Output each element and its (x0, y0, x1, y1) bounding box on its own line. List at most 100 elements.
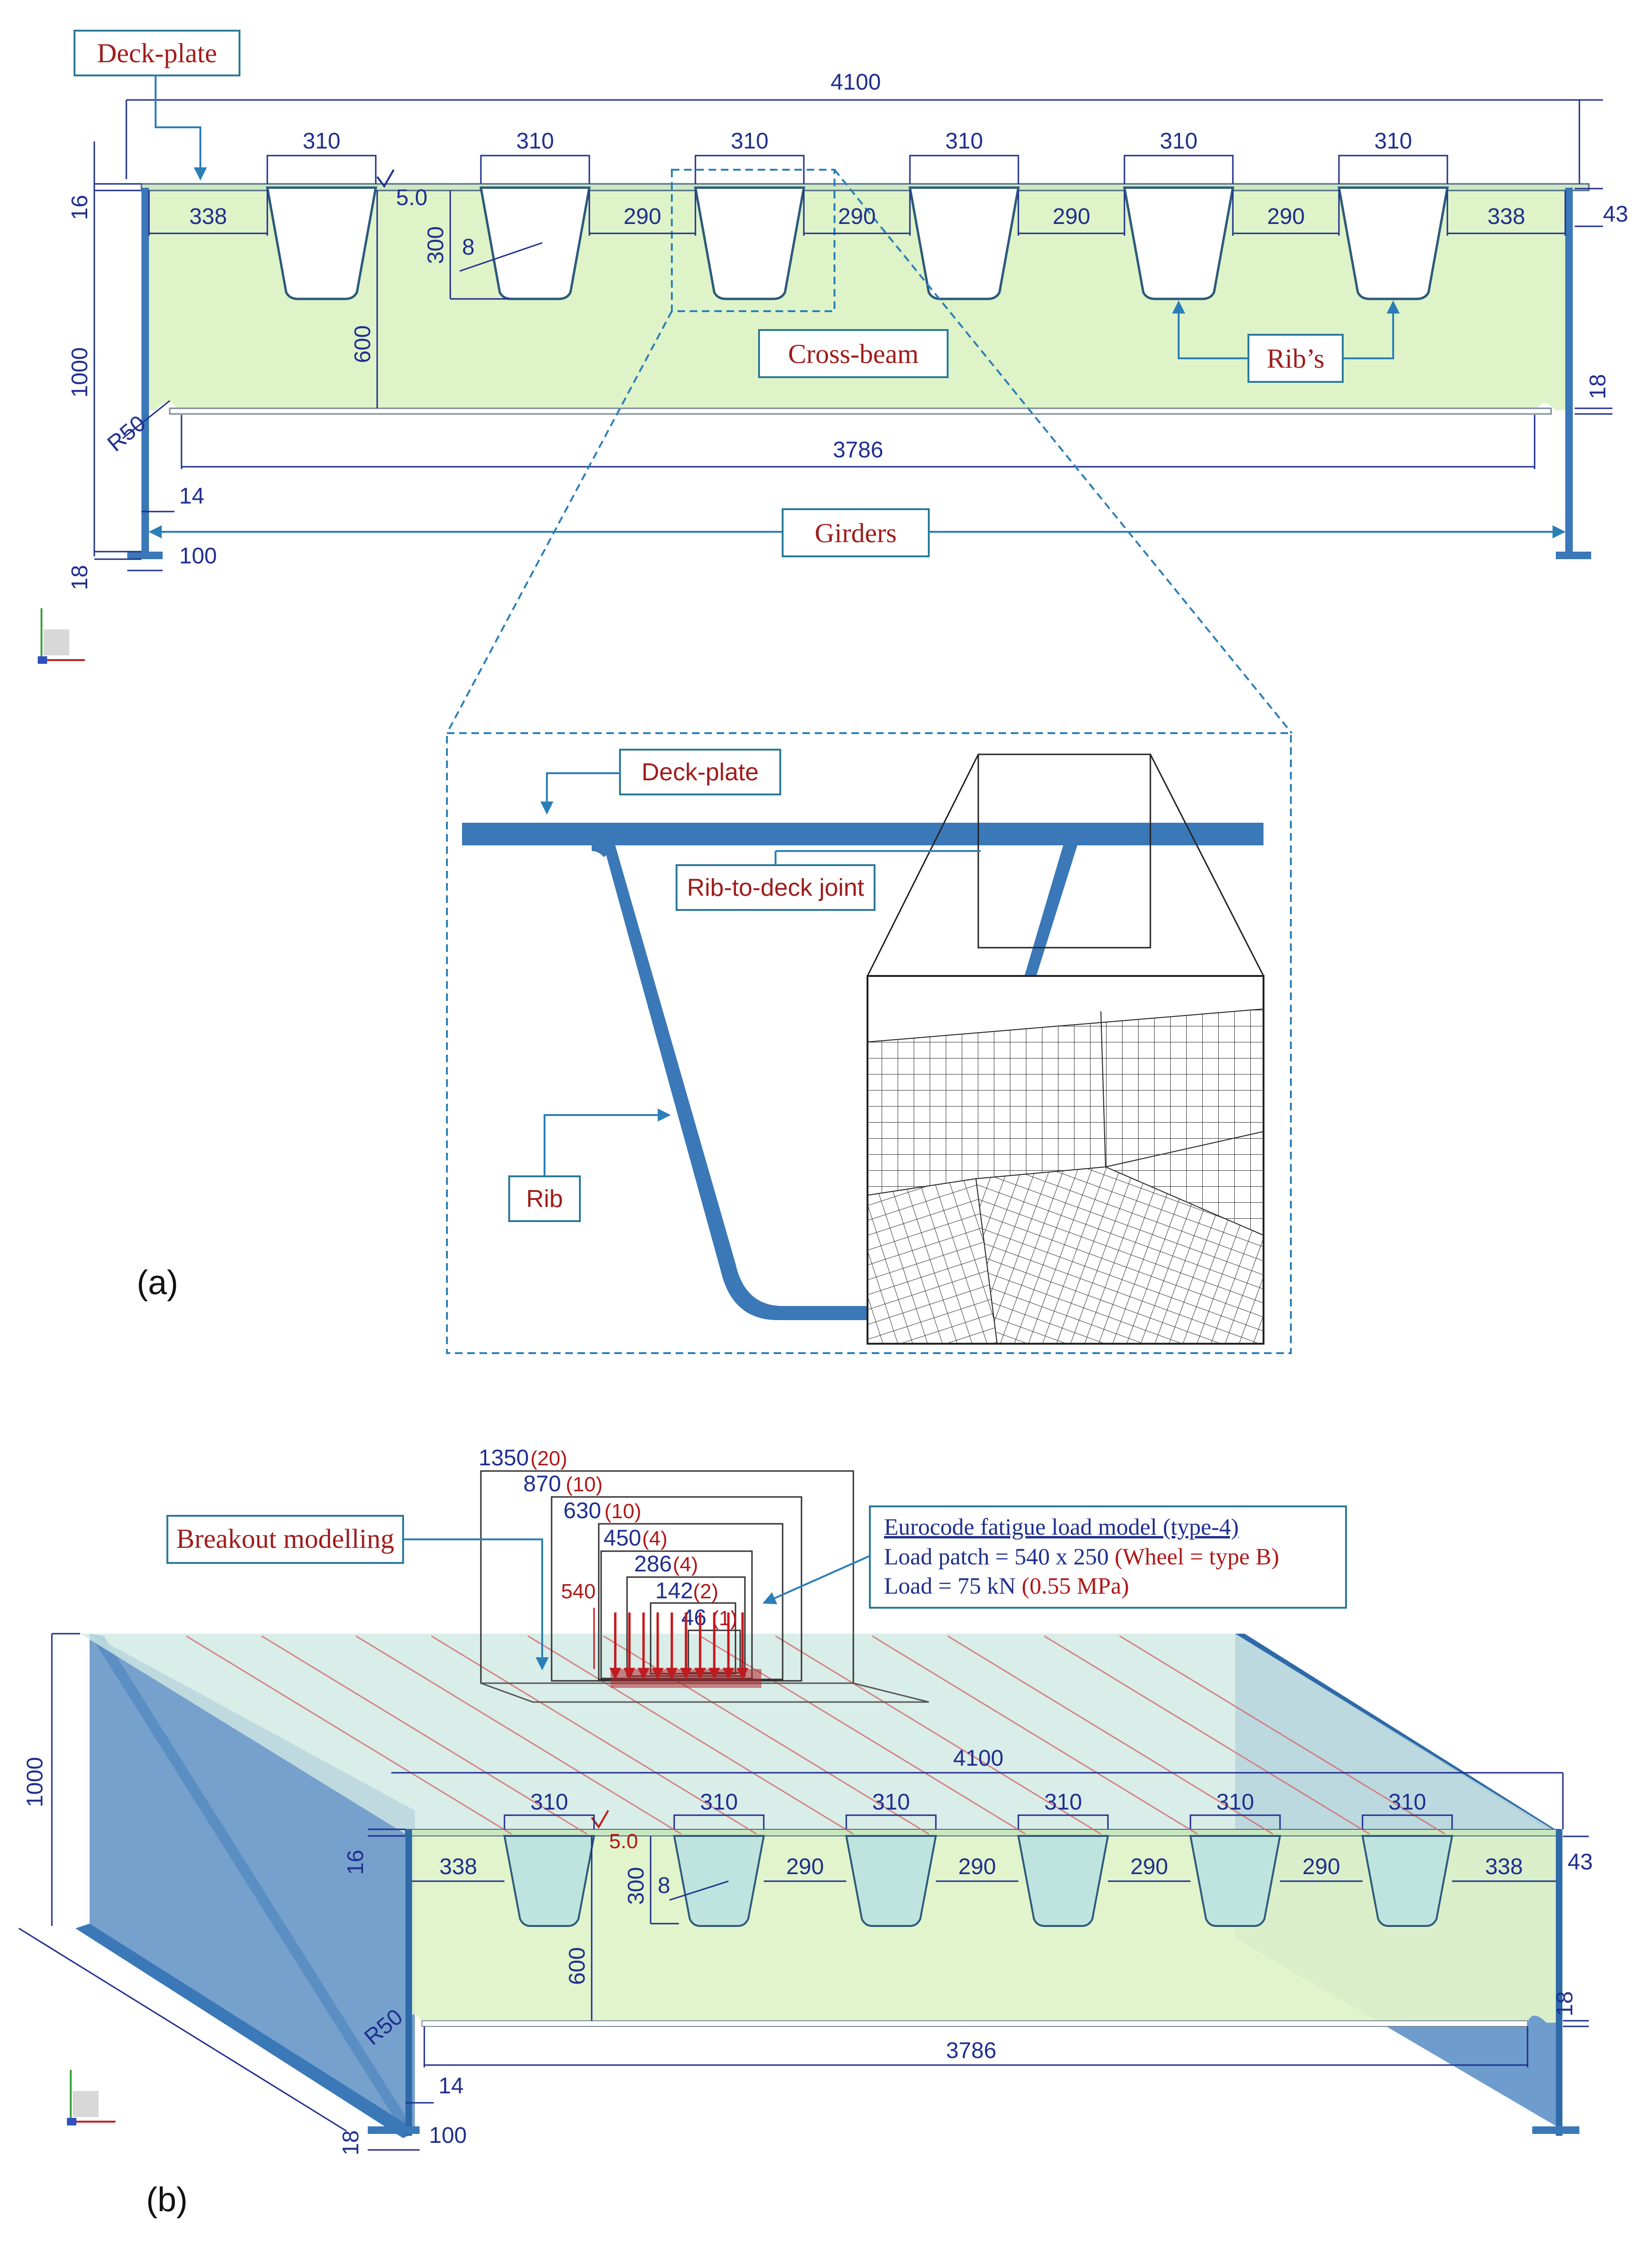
dim-1000: 1000 (67, 347, 92, 398)
callout-ribs-label: Rib’s (1267, 343, 1325, 374)
load-text: Load = 75 kN (884, 1572, 1022, 1599)
dim-b-310-3: 310 (872, 1790, 910, 1815)
dim-4100: 4100 (831, 70, 881, 95)
rib-dimensions-b: 310 310 310 310 310 310 338 290 290 290 290 338 (412, 1790, 1556, 1882)
right-girder-web (1565, 188, 1573, 555)
dim-18-left: 18 (67, 565, 92, 590)
load-patch-type: (Wheel = type B) (1115, 1543, 1279, 1570)
dim-b-600: 600 (565, 1947, 590, 1985)
dim-8: 8 (462, 235, 475, 260)
dim-b-310-1: 310 (530, 1790, 568, 1815)
rib-to-deck-detail: Deck-plate Rib-to-deck joint Rib (446, 732, 1292, 1354)
rib-3d-1 (503, 1835, 595, 1927)
detail-callout-rib (508, 1175, 581, 1222)
dim-b-1000: 1000 (23, 1757, 48, 1808)
dim-b-weld: 5.0 (609, 1830, 638, 1853)
dim-b-290-1: 290 (786, 1854, 824, 1879)
dim-b-338-right: 338 (1485, 1854, 1523, 1879)
rib-3d-4 (1017, 1835, 1109, 1927)
rib-3 (694, 186, 805, 300)
zoom-region (671, 169, 835, 312)
dim-100: 100 (179, 544, 217, 569)
rib-1 (266, 186, 377, 300)
dim-18-right: 18 (1586, 374, 1611, 399)
dim-b-3786: 3786 (946, 2038, 997, 2063)
dim-b-43: 43 (1568, 1850, 1593, 1875)
dim-290-3: 290 (1052, 204, 1090, 229)
panel-b-3d-model: 1350 (20) 870 (10) 630 (10) 450 (4) 286 … (18, 1446, 1593, 2219)
dim-b-290-4: 290 (1302, 1854, 1340, 1879)
dim-290-1: 290 (623, 204, 661, 229)
left-girder-web (141, 188, 149, 555)
callout-breakout-label: Breakout modelling (176, 1523, 394, 1554)
dim-b-310-5: 310 (1216, 1790, 1254, 1815)
load-pressure: (0.55 MPa) (1022, 1572, 1129, 1599)
mesh-zone-450: 450 (603, 1526, 641, 1551)
dim-290-4: 290 (1267, 204, 1305, 229)
dim-310-3: 310 (731, 129, 768, 154)
svg-text:Load patch = 540 x 250 (Wheel: Load patch = 540 x 250 (Wheel = type B) (884, 1543, 1279, 1570)
detail-rib (603, 845, 867, 1320)
load-model-box (869, 1505, 1347, 1609)
dim-b-14: 14 (438, 2074, 463, 2099)
rib-2 (479, 186, 591, 300)
rib-3d-6 (1361, 1835, 1454, 1927)
dim-b-4100: 4100 (953, 1746, 1004, 1771)
rib-6 (1338, 186, 1449, 300)
mesh-zone-46-count: (1) (712, 1607, 737, 1630)
load-model-title: Eurocode fatigue load model (type-4) (884, 1513, 1239, 1540)
detail-rib-right (1023, 845, 1077, 981)
dim-300: 300 (423, 226, 448, 264)
mesh-zone-142-count: (2) (693, 1580, 719, 1603)
mesh-zone-1350-count: (20) (530, 1447, 567, 1470)
dim-43: 43 (1603, 202, 1628, 227)
dim-310-4: 310 (945, 129, 983, 154)
dim-b-290-2: 290 (958, 1854, 996, 1879)
detail-frame (446, 732, 1292, 1354)
dim-310-6: 310 (1374, 129, 1412, 154)
dim-weld-5: 5.0 (396, 185, 428, 210)
detail-callout-deck-plate (619, 749, 781, 795)
dim-3786: 3786 (833, 438, 884, 463)
svg-text:Eurocode fatigue load model (t: Eurocode fatigue load model (type-4) (884, 1513, 1239, 1540)
axis-triad-b (67, 2070, 116, 2125)
dim-b-16: 16 (343, 1850, 368, 1875)
rib-4 (909, 186, 1020, 300)
mesh-zone-870-count: (10) (566, 1473, 603, 1496)
mesh-zone-142: 142 (655, 1579, 693, 1603)
left-girder-3d (90, 1634, 415, 2131)
dim-290-2: 290 (838, 204, 876, 229)
panel-a-label: (a) (137, 1264, 178, 1302)
dim-b-310-4: 310 (1044, 1790, 1082, 1815)
dim-b-310-2: 310 (700, 1790, 738, 1815)
dim-b-18-left: 18 (339, 2130, 363, 2155)
dim-b-310-6: 310 (1388, 1790, 1426, 1815)
detail-callout-joint-label: Rib-to-deck joint (687, 874, 864, 901)
detail-callout-rib-label: Rib (526, 1185, 563, 1213)
panel-b-label: (b) (146, 2181, 188, 2219)
callout-girders (782, 508, 930, 557)
dim-338-right: 338 (1487, 204, 1525, 229)
callout-girders-label: Girders (815, 518, 897, 548)
load-patch-text: Load patch = 540 x 250 (884, 1543, 1115, 1570)
mesh-zone-870: 870 (523, 1471, 561, 1496)
dim-b-18-right: 18 (1553, 1991, 1578, 2016)
detail-deck-plate (462, 823, 1264, 845)
dim-b-338-left: 338 (439, 1854, 477, 1879)
mesh-zone-630: 630 (563, 1498, 601, 1523)
rib-3d-3 (845, 1835, 937, 1927)
callout-cross-beam-label: Cross-beam (788, 339, 918, 369)
callout-deck-plate (74, 30, 240, 76)
dim-b-8: 8 (658, 1873, 670, 1898)
callout-ribs (1247, 334, 1344, 383)
dim-b-290-3: 290 (1130, 1854, 1168, 1879)
dim-338-left: 338 (189, 204, 227, 229)
patch-width-540: 540 (561, 1580, 595, 1603)
panel-a-cross-section: 4100 16 1000 18 14 100 R50 600 300 8 (38, 30, 1628, 1302)
rib-3d-2 (673, 1835, 765, 1927)
mesh-zone-630-count: (10) (604, 1500, 641, 1523)
callout-deck-plate-label: Deck-plate (97, 38, 217, 68)
rib-lines (186, 1635, 1446, 1835)
dim-16: 16 (67, 195, 92, 220)
